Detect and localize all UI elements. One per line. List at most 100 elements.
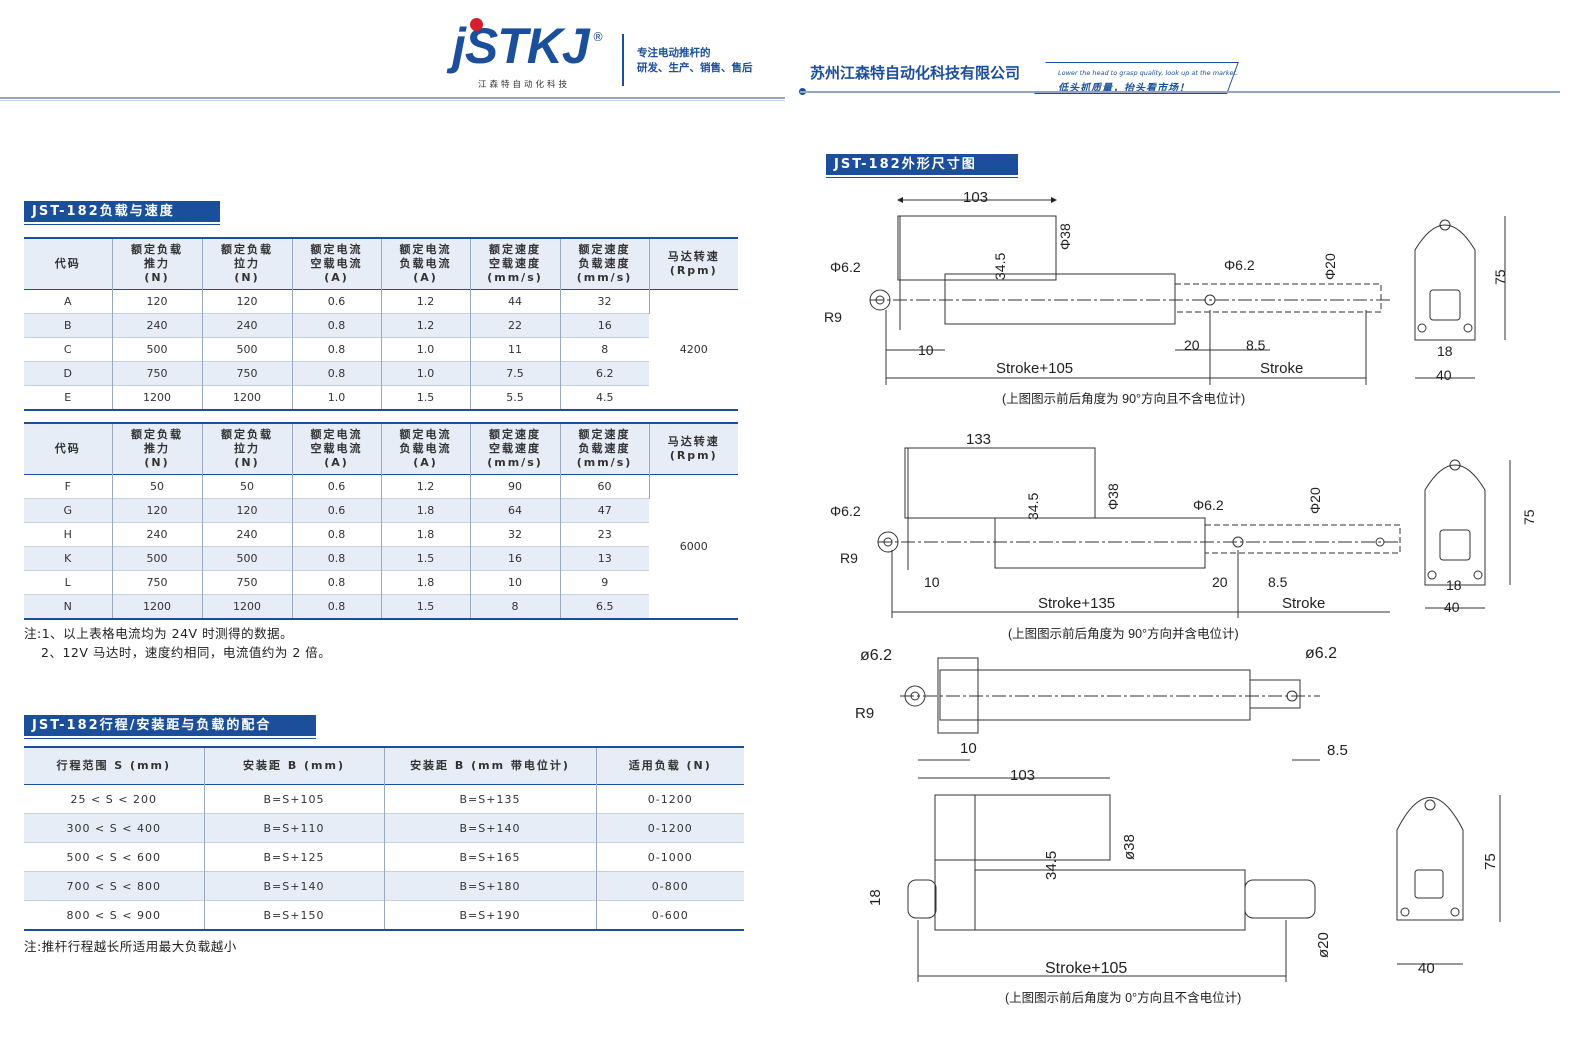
d1-stroke: Stroke: [1260, 360, 1303, 377]
d1-stroke-total: Stroke+105: [996, 360, 1073, 377]
stroke-table: 行程范围 S (mm)安装距 B (mm)安装距 B (mm 带电位计)适用负载…: [24, 746, 744, 931]
table-cell: 0.8: [292, 361, 382, 386]
table-cell: B=S+140: [384, 813, 597, 843]
table-cell: 1.2: [381, 289, 471, 314]
table-cell: G: [24, 498, 113, 523]
d1-side-w: 40: [1436, 367, 1452, 383]
table-cell: 1.5: [381, 594, 471, 619]
drawing-1-body: [869, 197, 1390, 385]
table-cell: 16: [560, 313, 649, 338]
slogan-line1: 专注电动推杆的: [637, 47, 711, 59]
table-cell: 0.6: [292, 289, 382, 314]
table-cell: 1.8: [381, 498, 471, 523]
stroke-note: 注:推杆行程越长所适用最大负载越小: [24, 939, 237, 954]
header-rule-thin: [0, 100, 785, 101]
d2-r9: R9: [840, 550, 858, 566]
table-cell: B=S+190: [384, 900, 597, 930]
d4-top-dim: 103: [1010, 767, 1035, 784]
table-cell: 120: [112, 498, 203, 523]
drawing-4-side: [1396, 795, 1501, 965]
drawing-3-body: [900, 657, 1320, 761]
table-cell: 44: [470, 289, 561, 314]
column-header: 额定电流负载电流(A): [381, 238, 471, 290]
table-header-row: 行程范围 S (mm)安装距 B (mm)安装距 B (mm 带电位计)适用负载…: [24, 747, 744, 785]
table-cell: 240: [112, 522, 203, 547]
d2-phi62-right: Φ6.2: [1193, 497, 1224, 513]
column-header: 适用负载 (N): [596, 747, 744, 785]
table-cell: 5.5: [470, 385, 561, 410]
logo-subtitle: 江森特自动化科技: [478, 80, 571, 90]
d2-side-in: 18: [1446, 577, 1462, 593]
table-header-row: 代码额定负载推力(N)额定负载拉力(N)额定电流空载电流(A)额定电流负载电流(…: [24, 238, 738, 290]
table-cell: 16: [470, 546, 561, 571]
table-cell: 1.8: [381, 570, 471, 595]
registered-mark: ®: [592, 30, 604, 44]
dimension-drawings: 103 Φ38 34.5 Φ6.2 Φ6.2 Φ20 R9 10 20 8.5 …: [824, 189, 1537, 1005]
section-title-load-speed: JST-182负载与速度: [24, 201, 220, 225]
d2-phi38: Φ38: [1105, 483, 1121, 510]
slogan-line2: 研发、生产、销售、售后: [637, 62, 753, 74]
column-header: 额定速度空载速度(mm/s): [470, 423, 561, 475]
logo-dot: [470, 18, 483, 31]
table-cell: 1.5: [381, 385, 471, 410]
table-cell: 1200: [112, 594, 203, 619]
table-cell: 0.8: [292, 522, 382, 547]
column-header: 行程范围 S (mm): [24, 747, 205, 785]
d4-side-w: 40: [1418, 960, 1435, 977]
table-cell: D: [24, 361, 113, 386]
table-cell: 90: [470, 474, 561, 499]
table-cell: 8: [601, 343, 609, 356]
d2-d10: 10: [924, 574, 940, 590]
d1-phi20: Φ20: [1322, 253, 1338, 280]
d1-side-in: 18: [1437, 343, 1453, 359]
table-cell: 750: [202, 361, 293, 386]
motor-rpm-cell: 4200: [679, 343, 708, 356]
table-cell: 0.8: [292, 594, 382, 619]
d3-phi62-right: ø6.2: [1305, 645, 1337, 662]
table-cell: 1.2: [381, 474, 471, 499]
table-cell: B=S+110: [204, 813, 385, 843]
table-cell: B=S+140: [204, 871, 385, 901]
d1-r9: R9: [824, 309, 842, 325]
d4-phi38: ø38: [1121, 834, 1138, 860]
table-cell: B=S+135: [384, 784, 597, 814]
table-cell: 700 < S < 800: [24, 871, 205, 901]
table-cell: 750: [112, 361, 203, 386]
column-header: 额定速度空载速度(mm/s): [470, 238, 561, 290]
table-cell: 1.5: [381, 546, 471, 571]
column-header: 额定速度负载速度(mm/s): [560, 423, 650, 475]
d4-d18: 18: [867, 889, 884, 906]
table-cell: B=S+125: [204, 842, 385, 872]
column-header: 安装距 B (mm): [204, 747, 385, 785]
note-2: 2、12V 马达时，速度约相同，电流值约为 2 倍。: [41, 645, 332, 660]
d2-side-h: 75: [1521, 509, 1537, 525]
table-cell: L: [24, 570, 113, 595]
table-cell: N: [24, 594, 113, 619]
table-cell: B: [24, 313, 113, 338]
table-cell: K: [24, 546, 113, 571]
table-cell: 1.0: [292, 385, 382, 410]
table-cell: 25 < S < 200: [24, 784, 205, 814]
d2-phi20: Φ20: [1307, 487, 1323, 514]
table-cell: 0.8: [292, 337, 382, 362]
table-cell: F: [24, 474, 113, 499]
column-header: 额定电流空载电流(A): [292, 423, 382, 475]
table-cell: 1.0: [381, 337, 471, 362]
table-cell: 0.6: [292, 498, 382, 523]
d4-side-h: 75: [1482, 853, 1499, 870]
table-cell: 240: [202, 313, 293, 338]
d1-d20: 20: [1184, 337, 1200, 353]
table-cell: 0-600: [651, 908, 689, 922]
table-cell: 0.8: [292, 546, 382, 571]
d4-caption: (上图图示前后角度为 0°方向且不含电位计): [1005, 990, 1241, 1005]
d4-h345: 34.5: [1043, 851, 1060, 880]
table-cell: 8: [470, 594, 561, 619]
table-cell: 50: [202, 474, 293, 499]
